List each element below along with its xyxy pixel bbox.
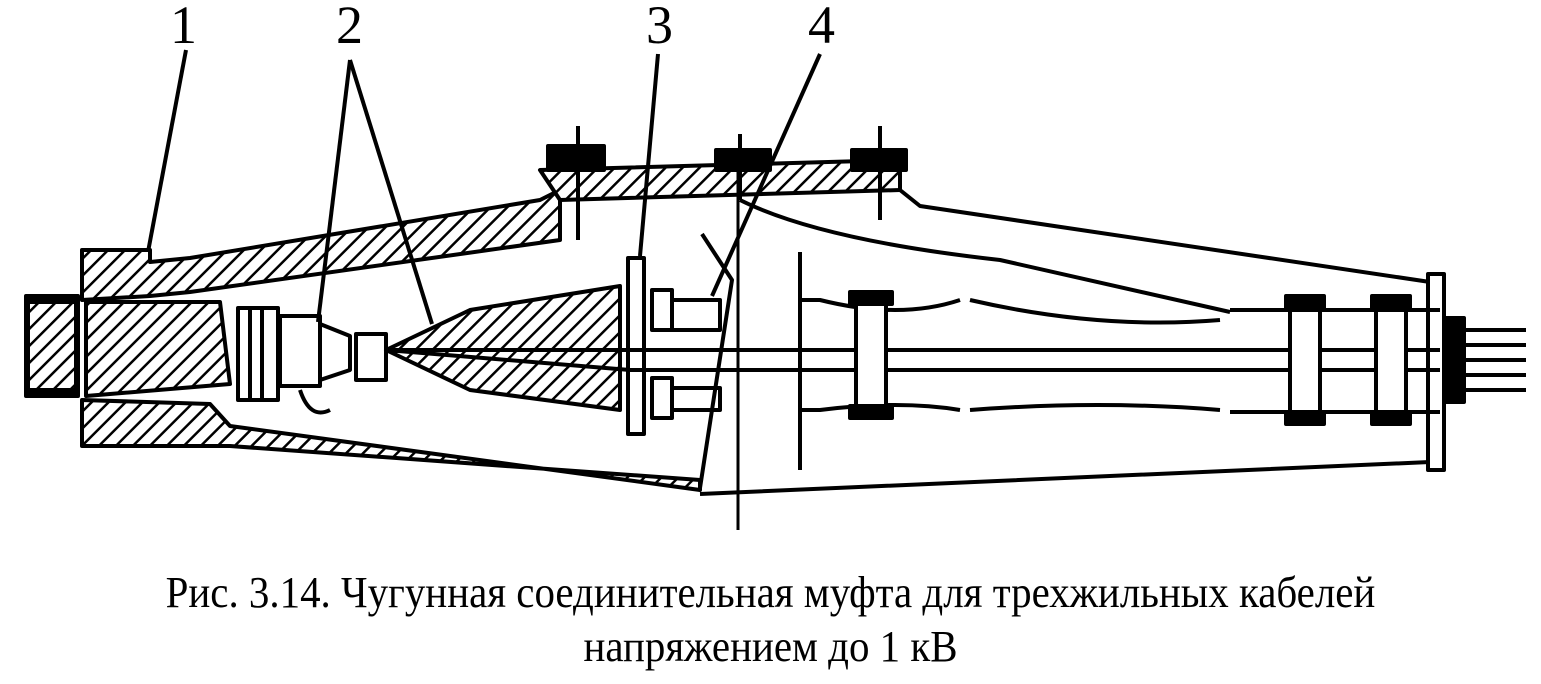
leader-line-3 bbox=[638, 53, 660, 257]
cable-end-right bbox=[1442, 316, 1466, 404]
figure-caption: Рис. 3.14. Чугунная соединительная муфта… bbox=[54, 566, 1487, 674]
coupling-diagram: 1 2 3 4 bbox=[24, 0, 1526, 530]
leader-line-2b bbox=[348, 59, 434, 325]
leader-line-1 bbox=[146, 49, 188, 253]
leader-line-4a bbox=[710, 53, 822, 297]
housing-lower-left bbox=[80, 398, 702, 492]
callout-label-4: 4 bbox=[808, 0, 835, 55]
leader-line-2a bbox=[316, 59, 352, 323]
caption-line-2: напряжением до 1 кВ bbox=[583, 622, 958, 671]
cable-insulation bbox=[84, 300, 232, 398]
flange bbox=[626, 256, 646, 436]
callout-label-1: 1 bbox=[170, 0, 197, 55]
callout-label-2: 2 bbox=[336, 0, 363, 55]
callout-label-3: 3 bbox=[646, 0, 673, 55]
leader-line-4b bbox=[698, 232, 734, 489]
coupling-drawing bbox=[24, 49, 1526, 530]
caption-line-1: Рис. 3.14. Чугунная соединительная муфта… bbox=[165, 568, 1376, 617]
